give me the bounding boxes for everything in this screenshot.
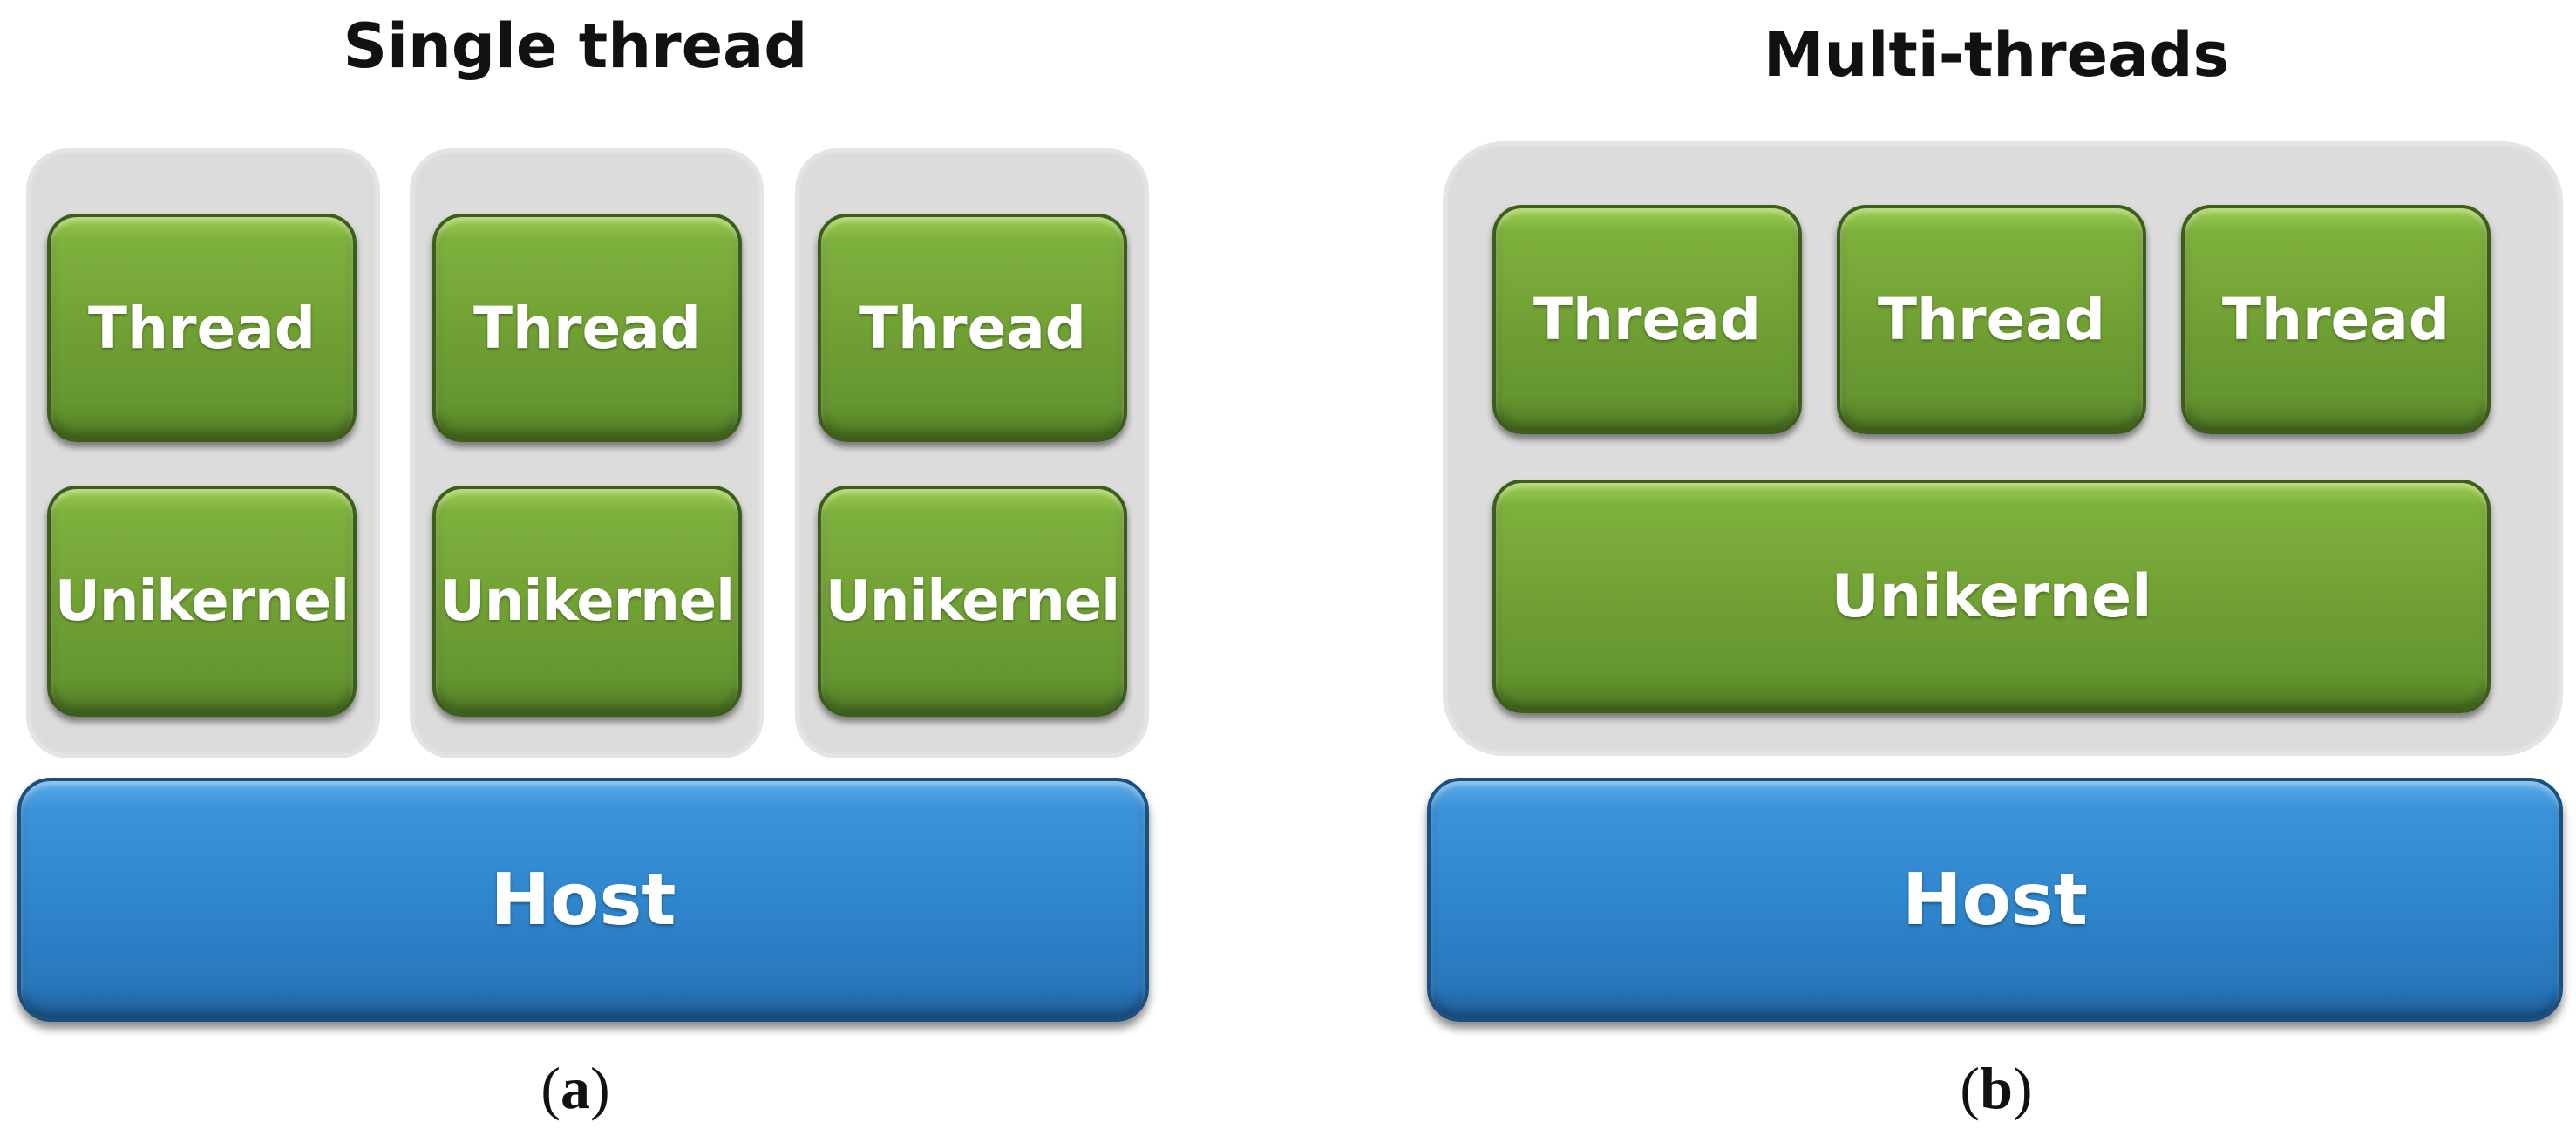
thread-box-b2: Thread (1837, 205, 2146, 434)
thread-box-b1: Thread (1492, 205, 1802, 434)
unikernel-box-a2: Unikernel (432, 486, 742, 717)
thread-box-a3: Thread (818, 214, 1127, 442)
unikernel-label: Unikernel (1831, 561, 2152, 631)
unikernel-box-a1: Unikernel (47, 486, 357, 717)
host-box-b: Host (1427, 778, 2563, 1022)
unikernel-label: Unikernel (439, 568, 735, 634)
thread-box-a1: Thread (47, 214, 357, 442)
thread-label: Thread (87, 294, 316, 362)
thread-label: Thread (858, 294, 1087, 362)
thread-label: Thread (472, 294, 702, 362)
host-box-a: Host (17, 778, 1149, 1022)
unikernel-box-b: Unikernel (1492, 480, 2491, 713)
unikernel-label: Unikernel (825, 568, 1120, 634)
caption-b: (b) (1960, 1055, 2033, 1121)
thread-box-b3: Thread (2181, 205, 2491, 434)
host-label: Host (490, 858, 676, 942)
thread-box-a2: Thread (432, 214, 742, 442)
host-label: Host (1902, 858, 2088, 942)
thread-label: Thread (2221, 286, 2450, 353)
thread-label: Thread (1533, 286, 1762, 353)
title-multi-threads: Multi-threads (1763, 19, 2230, 91)
caption-a: (a) (540, 1055, 610, 1121)
title-single-thread: Single thread (343, 10, 808, 82)
unikernel-box-a3: Unikernel (818, 486, 1127, 717)
thread-label: Thread (1877, 286, 2106, 353)
unikernel-label: Unikernel (54, 568, 350, 634)
